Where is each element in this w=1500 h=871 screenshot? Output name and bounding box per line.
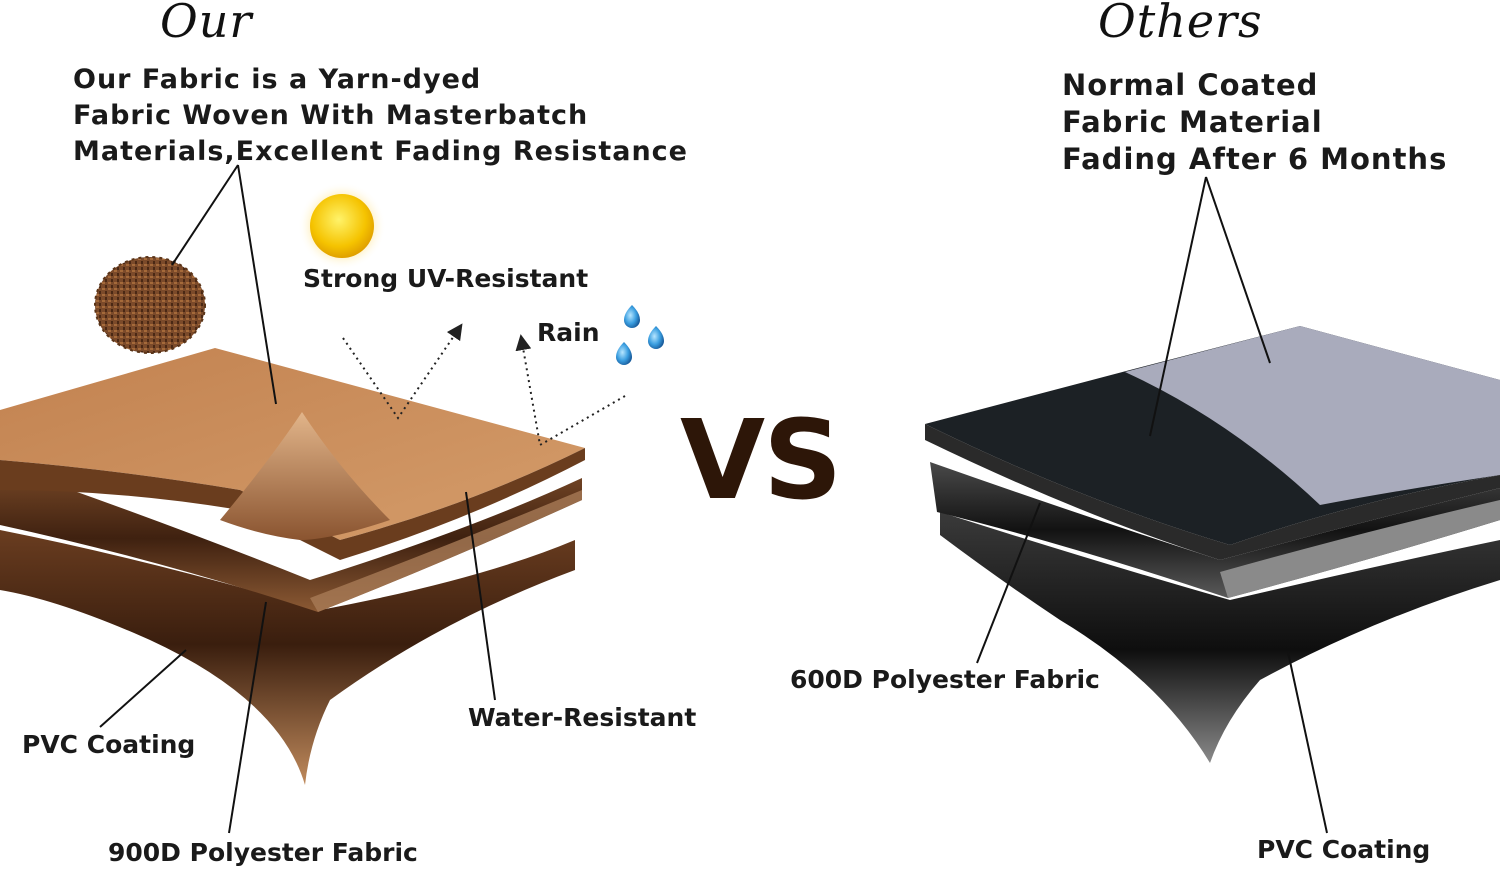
raindrop-icon (616, 305, 664, 365)
rain-label: Rain (537, 318, 600, 347)
left-heading: Our (160, 0, 253, 48)
right-heading: Others (1098, 0, 1263, 48)
vs-label: VS (680, 396, 842, 524)
uv-label: Strong UV-Resistant (303, 264, 589, 293)
right-faded-section (1125, 326, 1500, 505)
right-leader-lines (976, 176, 1328, 834)
left-fabric-stack (0, 348, 585, 785)
left-bottom-layer (0, 530, 575, 785)
left-leader-lines (99, 164, 496, 834)
left-curl (220, 412, 390, 540)
uv-arrows (342, 323, 626, 447)
pellets-icon (94, 256, 206, 354)
left-fabric-label: 900D Polyester Fabric (108, 838, 418, 867)
water-resistant-label: Water-Resistant (468, 703, 697, 732)
left-description: Our Fabric is a Yarn-dyed Fabric Woven W… (73, 64, 688, 167)
right-description: Normal Coated Fabric Material Fading Aft… (1062, 68, 1448, 176)
right-pvc-coating-label: PVC Coating (1257, 835, 1431, 864)
right-bottom-layer (940, 512, 1500, 763)
sun-icon (298, 182, 386, 270)
right-fabric-stack (925, 326, 1500, 763)
left-pvc-coating-label: PVC Coating (22, 730, 196, 759)
right-fabric-label: 600D Polyester Fabric (790, 665, 1100, 694)
